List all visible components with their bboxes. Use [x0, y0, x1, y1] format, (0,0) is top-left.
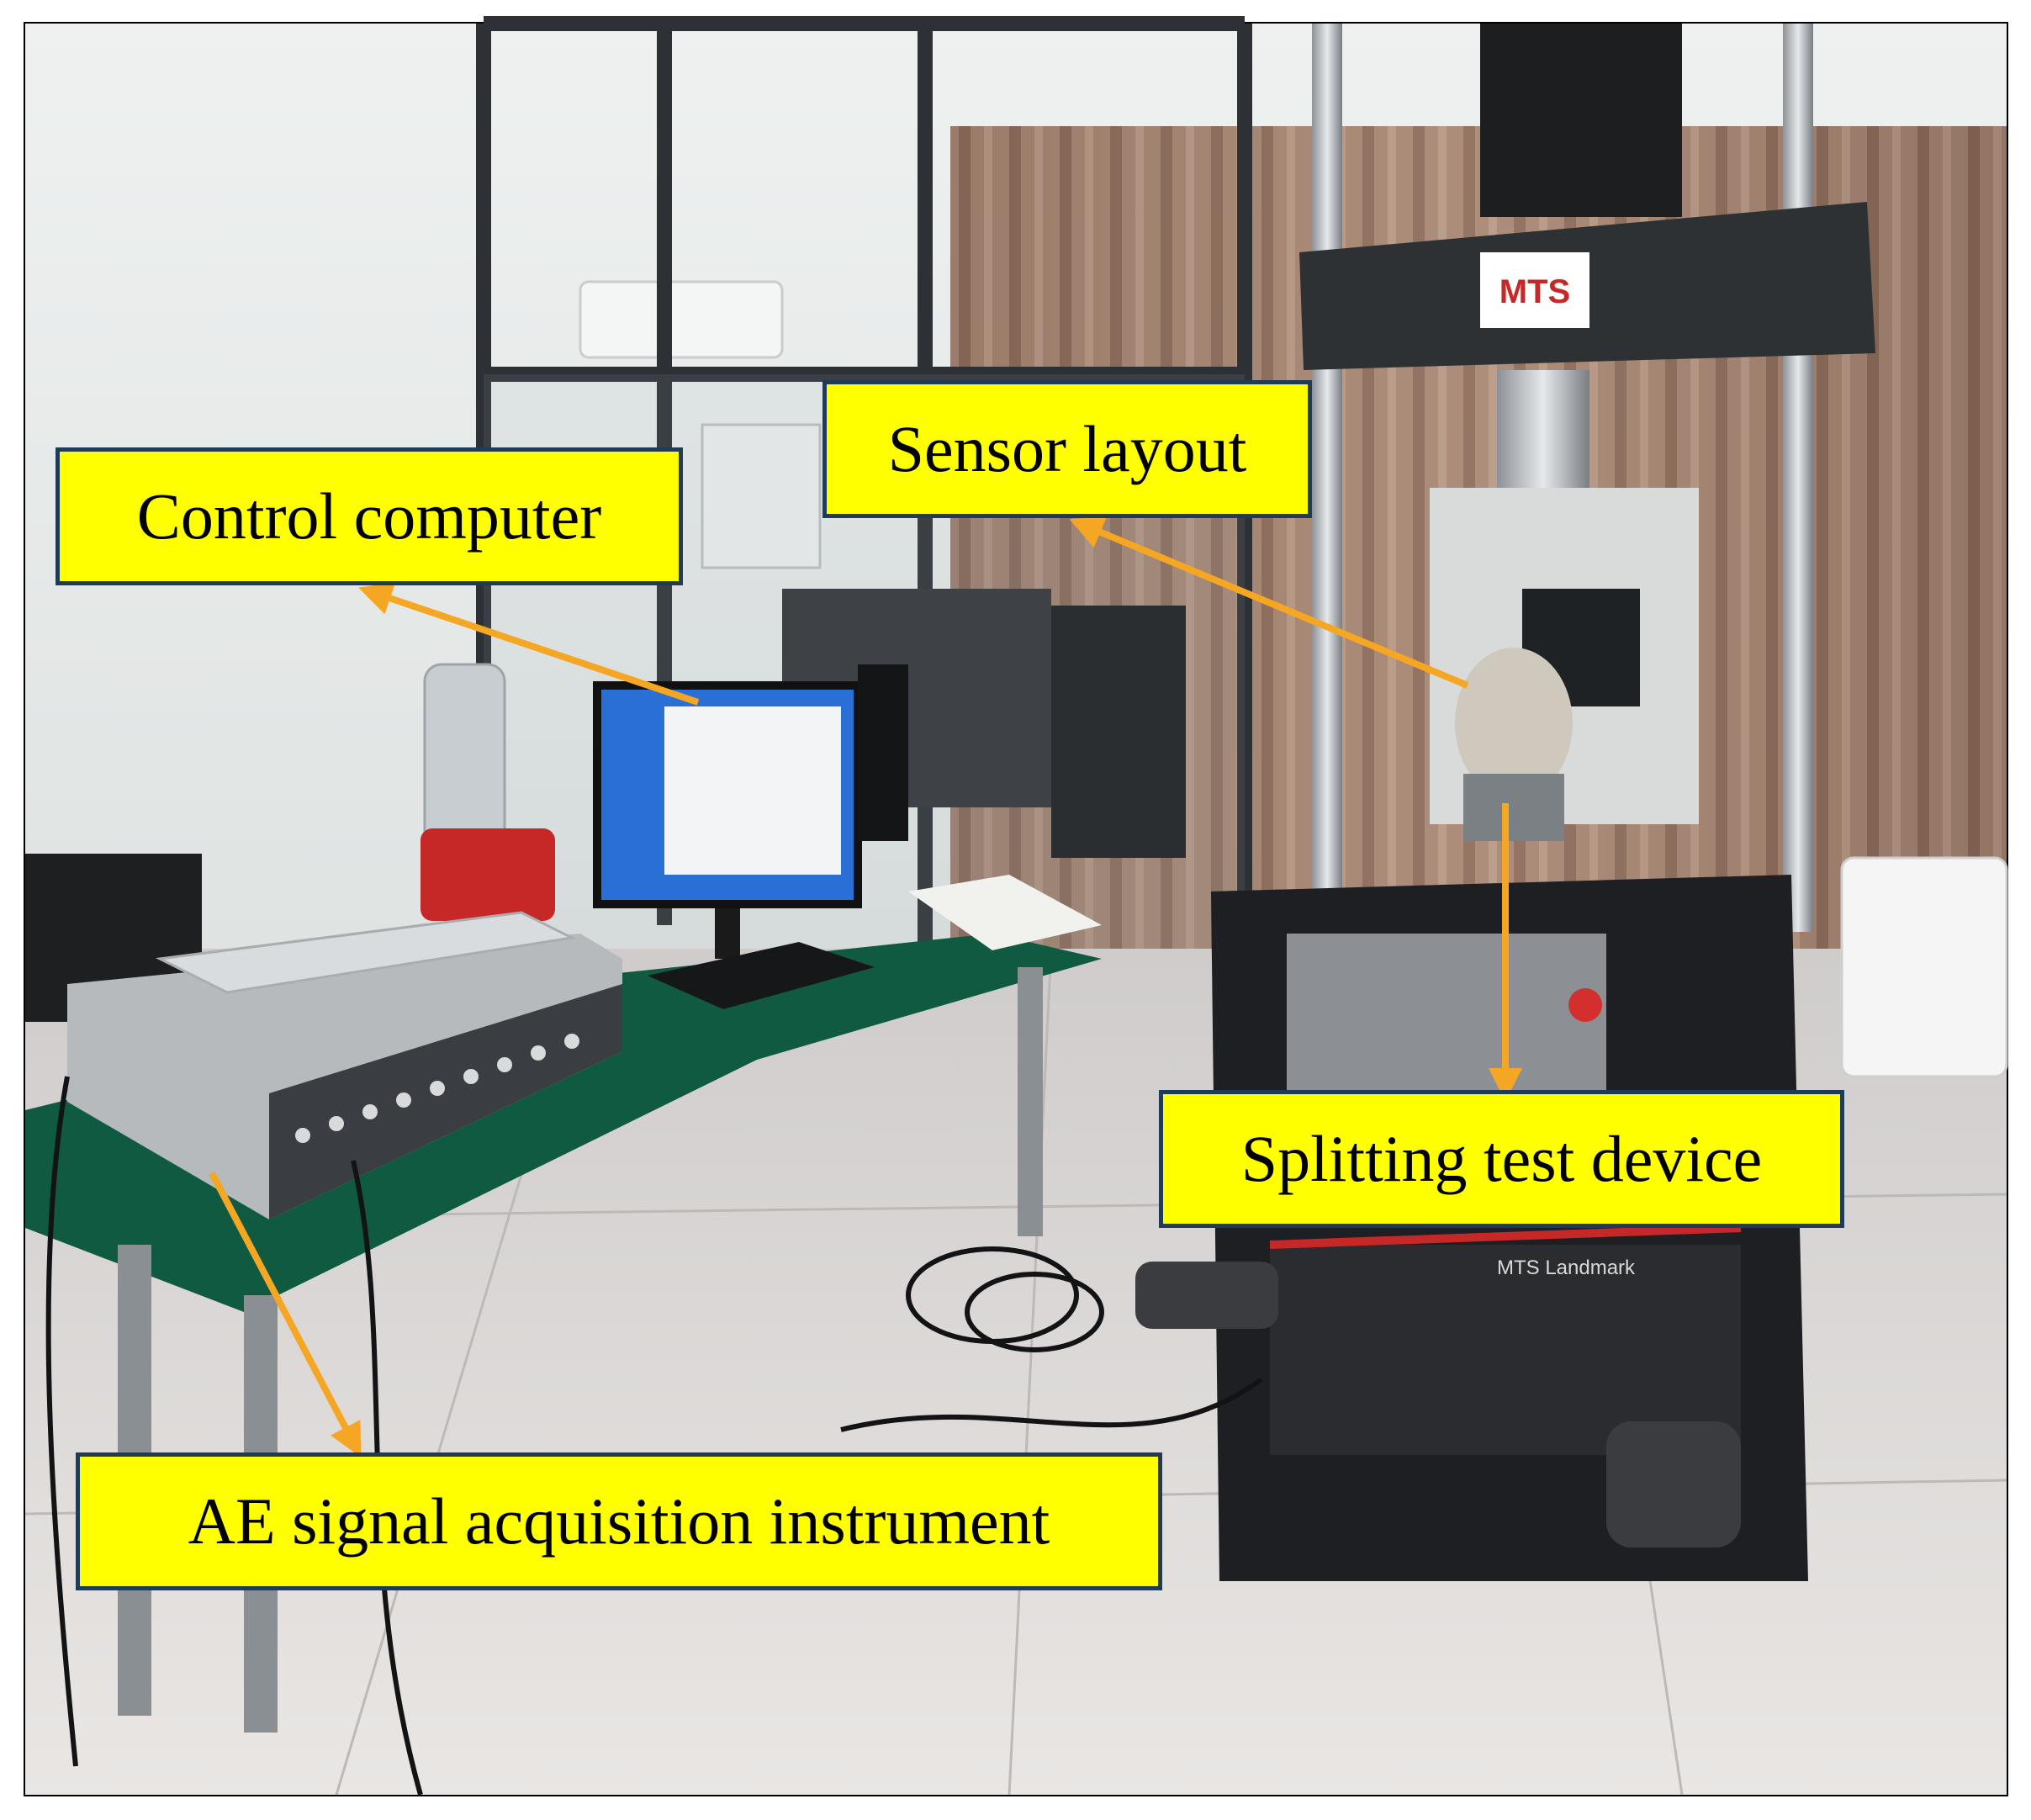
mts-logo-text: MTS — [1499, 273, 1570, 310]
mts-landmark-text: MTS Landmark — [1497, 1257, 1636, 1279]
pc-tower — [858, 664, 908, 841]
laptop — [155, 911, 576, 994]
arrow-control-computer — [358, 582, 700, 706]
ae-instrument-panel — [269, 984, 622, 1220]
label-ae-signal-acquisition-instrument-text: AE signal acquisition instrument — [188, 1484, 1050, 1558]
ae-connectors — [295, 1034, 579, 1143]
table-top — [25, 934, 1102, 1312]
papers — [908, 875, 1102, 950]
arrow-sensor-layout — [1069, 516, 1469, 689]
label-splitting-test-device: Splitting test device — [1159, 1090, 1844, 1228]
storage-unit — [1840, 856, 2008, 1078]
label-ae-signal-acquisition-instrument: AE signal acquisition instrument — [76, 1452, 1162, 1590]
monitor-window — [664, 706, 841, 875]
label-splitting-test-device-text: Splitting test device — [1240, 1122, 1763, 1195]
label-sensor-layout-text: Sensor layout — [887, 412, 1247, 485]
background-cabinet — [1051, 606, 1186, 858]
annotation-arrows — [209, 516, 1522, 1458]
label-control-computer: Control computer — [56, 447, 683, 585]
arrow-ae-instrument — [209, 1172, 362, 1458]
mts-machine: MTS MTS Landmark — [1135, 24, 1875, 1581]
air-conditioner — [579, 280, 784, 359]
cables — [45, 1076, 1263, 1796]
label-sensor-layout: Sensor layout — [822, 380, 1312, 518]
electrical-box — [701, 423, 822, 569]
red-case — [420, 828, 555, 921]
keyboard — [648, 942, 875, 1009]
monitor-stand — [715, 908, 740, 959]
label-control-computer-text: Control computer — [136, 479, 602, 553]
